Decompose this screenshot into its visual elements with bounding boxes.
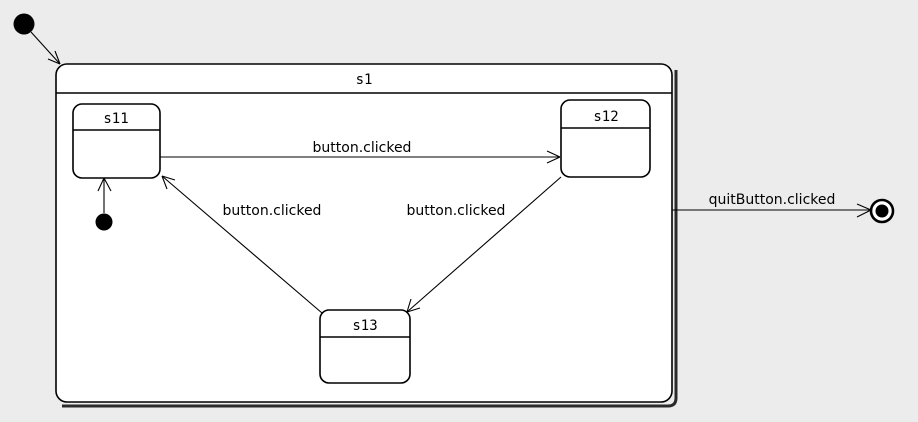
transition-s11-to-s12-label: button.clicked [313, 140, 412, 156]
transition-s12-to-s13-label: button.clicked [407, 203, 506, 219]
transition-initial-to-s11-arrowhead [97, 177, 112, 192]
transition-s1-to-final-label: quitButton.clicked [709, 192, 836, 208]
transition-initial-to-s1[interactable] [30, 31, 61, 65]
transition-s12-to-s13[interactable] [406, 176, 562, 313]
state-s12-label: s12 [593, 109, 618, 125]
transition-s13-to-s11[interactable] [161, 175, 323, 314]
transition-s11-to-s12-arrowhead [546, 150, 561, 164]
state-s11-label: s11 [103, 111, 128, 127]
initial-state-outer[interactable] [13, 13, 35, 35]
state-s11[interactable] [72, 103, 161, 179]
composite-state-s1[interactable] [55, 63, 673, 403]
transition-initial-to-s1-arrowhead [47, 50, 61, 65]
transition-s13-to-s11-arrowhead [161, 175, 176, 190]
state-s13-label: s13 [352, 318, 377, 334]
transition-s13-to-s11-label: button.clicked [223, 203, 322, 219]
initial-state-inner[interactable] [95, 213, 113, 231]
transition-s12-to-s13-arrowhead [406, 298, 421, 313]
final-state-core [875, 204, 889, 218]
transition-s1-to-final-arrowhead [856, 203, 872, 218]
state-s12[interactable] [560, 99, 651, 178]
composite-state-s1-label: s1 [356, 72, 373, 88]
composite-state-shadow [62, 70, 678, 408]
state-s13[interactable] [319, 309, 411, 384]
